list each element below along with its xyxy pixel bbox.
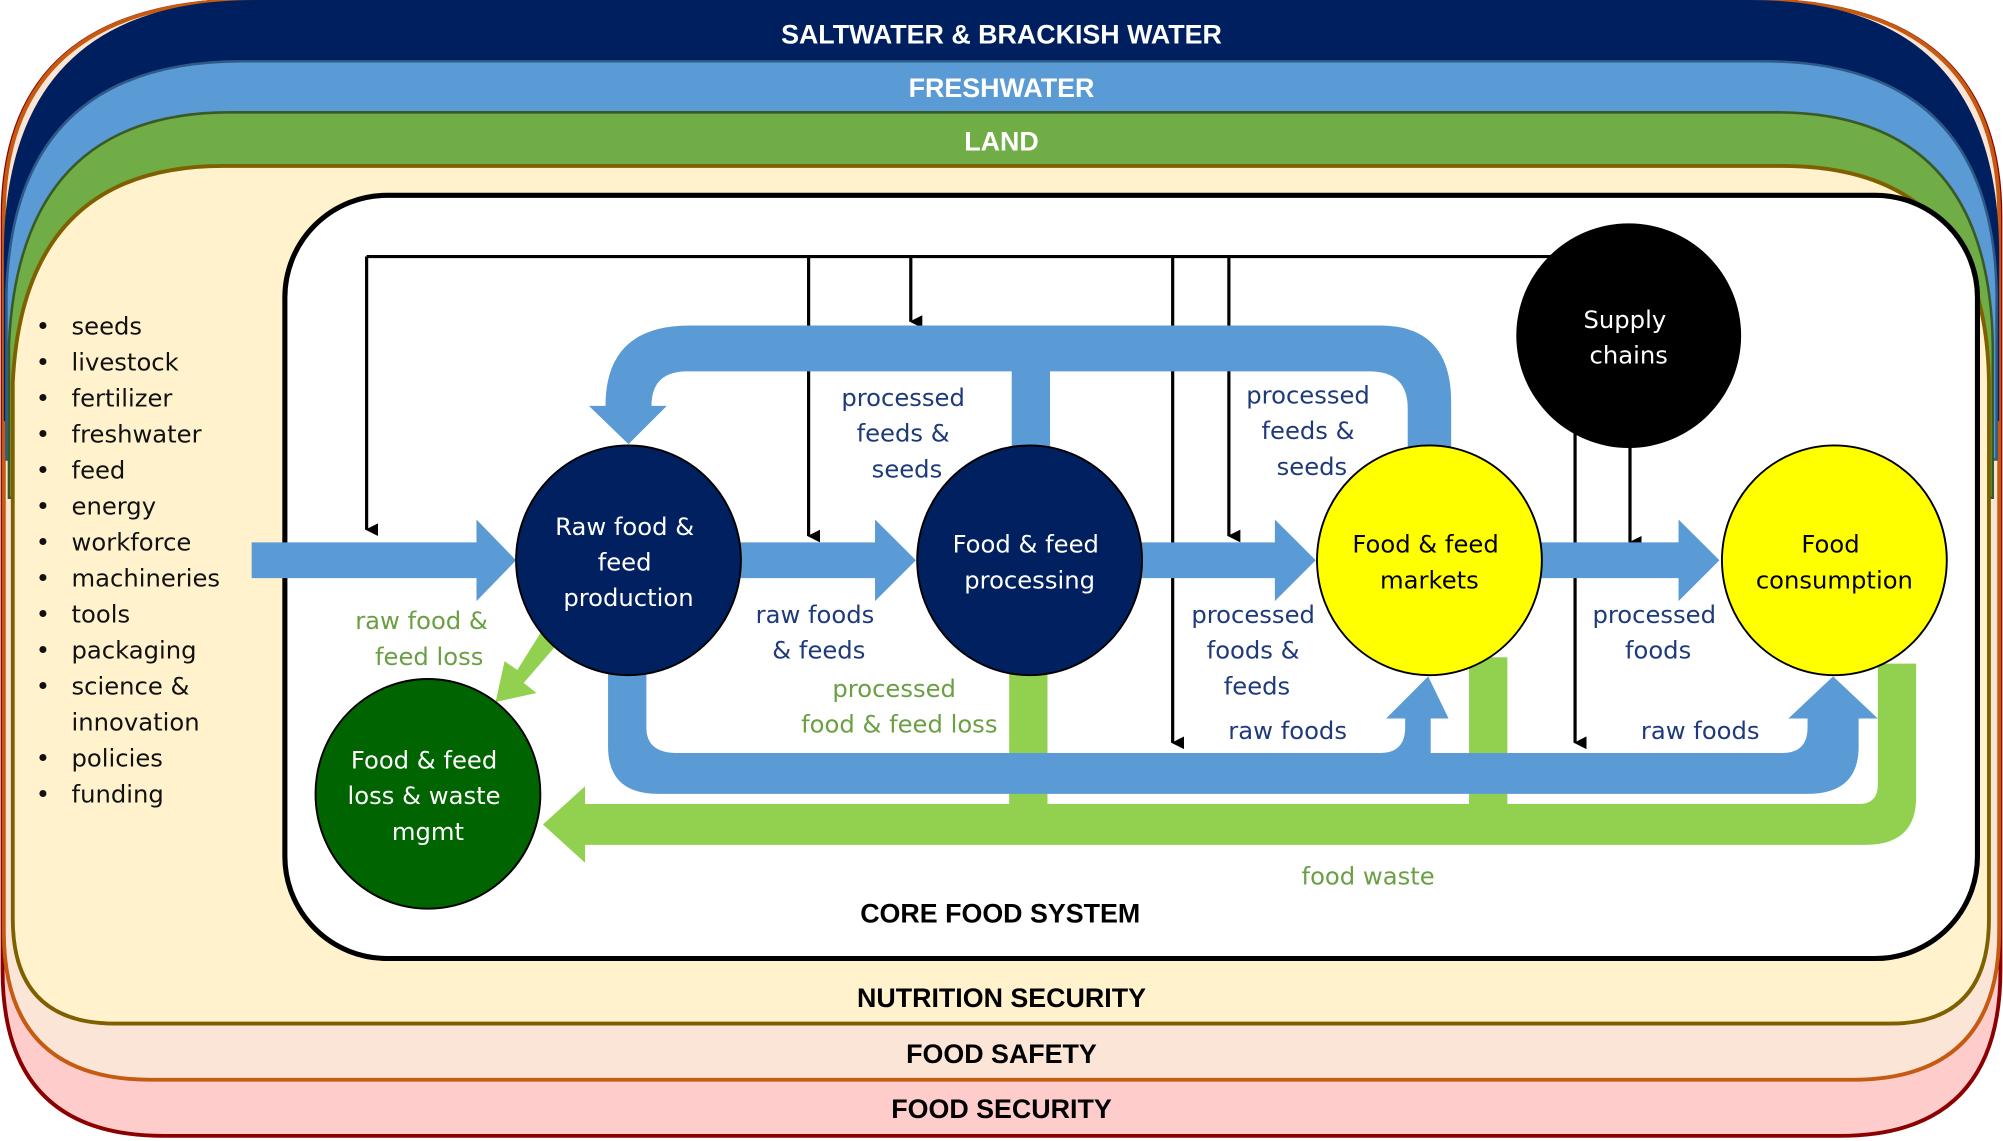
inputs-arrow xyxy=(251,519,517,602)
label-processed-foods: processed foods xyxy=(1592,600,1723,665)
markets-label: Food & feed markets xyxy=(1352,530,1506,595)
raw-loss-arrow xyxy=(495,622,565,702)
input-item: • seeds xyxy=(36,311,142,340)
input-item-label: energy xyxy=(72,491,157,520)
processed-foods-arrow xyxy=(1539,519,1720,602)
bullet-icon: • xyxy=(36,563,50,592)
input-item-label: machineries xyxy=(72,563,221,592)
node-waste-mgmt[interactable]: Food & feed loss & waste mgmt xyxy=(314,678,542,910)
input-item-label: innovation xyxy=(72,707,200,736)
input-item: • tools xyxy=(36,599,130,628)
food-safety-title: FOOD SAFETY xyxy=(906,1039,1097,1069)
input-item: • funding xyxy=(36,779,164,808)
input-item: • packaging xyxy=(36,635,197,664)
bullet-icon: • xyxy=(36,635,50,664)
input-item: • freshwater xyxy=(36,419,202,448)
input-item-label: funding xyxy=(72,779,164,808)
input-item: • feed xyxy=(36,455,126,484)
bullet-icon: • xyxy=(36,671,50,700)
bullet-icon: • xyxy=(36,383,50,412)
raw-production-label: Raw food & feed production xyxy=(555,512,702,612)
nutrition-security-title: NUTRITION SECURITY xyxy=(857,983,1146,1013)
node-processing[interactable]: Food & feed processing xyxy=(916,444,1143,677)
input-item: • science & innovation xyxy=(36,671,200,736)
inputs-list: • seeds • livestock • fertilizer • freshwater • f… xyxy=(36,311,220,808)
consumption-circle xyxy=(1721,444,1948,677)
markets-circle xyxy=(1316,444,1543,677)
bullet-icon: • xyxy=(36,311,50,340)
bullet-icon: • xyxy=(36,455,50,484)
input-item: • policies xyxy=(36,743,163,772)
bullet-icon: • xyxy=(36,599,50,628)
food-waste-arrow xyxy=(542,663,1917,863)
input-item: • energy xyxy=(36,491,156,520)
input-item-label: workforce xyxy=(72,527,192,556)
processed-feeds-seeds-feedback-arrow xyxy=(588,325,1452,460)
raw-production-circle xyxy=(515,444,742,677)
node-consumption[interactable]: Food consumption xyxy=(1721,444,1948,677)
bullet-icon: • xyxy=(36,491,50,520)
raw-foods-feeds-arrow xyxy=(738,519,916,602)
input-item-label: fertilizer xyxy=(72,383,173,412)
processing-label: Food & feed processing xyxy=(953,530,1107,595)
processing-circle xyxy=(916,444,1143,677)
input-item-label: science & xyxy=(72,671,190,700)
bullet-icon: • xyxy=(36,527,50,556)
label-raw-food-feed-loss: raw food & feed loss xyxy=(355,606,495,671)
input-item-label: packaging xyxy=(72,635,197,664)
input-item-label: seeds xyxy=(72,311,143,340)
input-item-label: feed xyxy=(72,455,126,484)
consumption-label: Food consumption xyxy=(1756,530,1913,595)
core-food-system-title: CORE FOOD SYSTEM xyxy=(860,899,1140,929)
processed-foods-feeds-arrow xyxy=(1139,519,1316,602)
input-item: • fertilizer xyxy=(36,383,173,412)
waste-mgmt-label: Food & feed loss & waste mgmt xyxy=(348,745,509,845)
node-raw-production[interactable]: Raw food & feed production xyxy=(515,444,742,677)
food-security-title: FOOD SECURITY xyxy=(891,1094,1112,1124)
label-food-waste: food waste xyxy=(1302,861,1435,890)
freshwater-layer-title: FRESHWATER xyxy=(909,73,1095,103)
bullet-icon: • xyxy=(36,779,50,808)
label-raw-foods-feeds: raw foods & feeds xyxy=(756,600,882,665)
label-processed-feeds-seeds-1: processed feeds & seeds xyxy=(841,383,972,483)
supply-chain-links xyxy=(365,254,1642,750)
processing-feedback-connector xyxy=(1011,357,1051,454)
input-item: • livestock xyxy=(36,347,179,376)
waste-mgmt-circle xyxy=(314,678,542,910)
bullet-icon: • xyxy=(36,743,50,772)
material-flows xyxy=(251,325,1878,794)
label-raw-foods-1: raw foods xyxy=(1228,716,1347,745)
input-item-label: freshwater xyxy=(72,419,202,448)
bullet-icon: • xyxy=(36,419,50,448)
node-supply-chains[interactable]: Supply chains xyxy=(1516,223,1742,448)
label-processed-food-feed-loss: processed food & feed loss xyxy=(801,674,997,739)
supply-chains-label: Supply chains xyxy=(1584,305,1674,370)
raw-foods-to-markets-arrow xyxy=(1379,676,1449,754)
input-item: • machineries xyxy=(36,563,220,592)
label-raw-foods-2: raw foods xyxy=(1641,716,1760,745)
node-markets[interactable]: Food & feed markets xyxy=(1316,444,1543,677)
label-processed-feeds-seeds-2: processed feeds & seeds xyxy=(1246,380,1377,480)
saltwater-layer-title: SALTWATER & BRACKISH WATER xyxy=(781,19,1222,49)
input-item-label: tools xyxy=(72,599,131,628)
input-item-label: policies xyxy=(72,743,163,772)
bullet-icon: • xyxy=(36,347,50,376)
land-layer-title: LAND xyxy=(964,127,1038,157)
label-processed-foods-feeds: processed foods & feeds xyxy=(1191,600,1322,700)
raw-foods-bottom-loop xyxy=(608,663,1878,794)
input-item: • workforce xyxy=(36,527,192,556)
supply-chains-circle xyxy=(1516,223,1742,448)
input-item-label: livestock xyxy=(72,347,179,376)
